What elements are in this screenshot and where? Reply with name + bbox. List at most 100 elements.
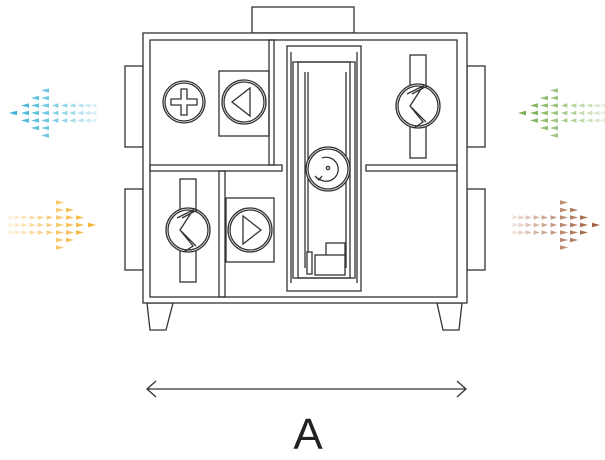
arrow-dot xyxy=(550,125,558,131)
arrow-dot xyxy=(586,103,593,108)
arrow-dot xyxy=(21,222,28,228)
arrow-dot xyxy=(541,215,548,220)
arrow-dot xyxy=(560,230,568,235)
arrow-dot xyxy=(21,230,28,235)
arrow-dot xyxy=(592,222,600,228)
arrow-dot xyxy=(31,95,39,101)
rotary-heat-exchanger xyxy=(286,45,362,292)
arrow-dot xyxy=(66,237,74,243)
arrow-dot xyxy=(550,103,558,108)
arrow-dot xyxy=(580,222,588,228)
partition-vertical-bottom xyxy=(218,170,226,298)
arrow-dot xyxy=(29,222,36,228)
coil-icon-left xyxy=(165,178,211,283)
arrow-dot xyxy=(21,215,28,220)
arrow-dot xyxy=(84,110,91,116)
arrow-dot xyxy=(90,103,97,108)
arrow-dot xyxy=(31,118,39,123)
arrow-dot xyxy=(550,118,558,123)
partition-horizontal-left xyxy=(149,164,283,172)
arrow-dot xyxy=(580,230,588,235)
arrow-dot xyxy=(593,110,600,116)
arrow-dot xyxy=(66,215,74,220)
arrow-dot xyxy=(550,215,557,220)
arrow-dot xyxy=(66,230,74,235)
arrow-dot xyxy=(56,207,64,213)
arrow-dot xyxy=(69,118,76,123)
arrow-dot xyxy=(525,230,532,235)
arrow-dot xyxy=(56,237,64,243)
arrow-dot xyxy=(84,103,91,108)
arrow-dot xyxy=(561,110,568,116)
arrow-dot xyxy=(37,215,44,220)
arrow-dot xyxy=(41,110,49,116)
arrow-dot xyxy=(61,103,68,108)
arrow-dot xyxy=(518,215,525,220)
arrow-dot xyxy=(550,95,558,101)
arrow-dot xyxy=(561,118,568,123)
arrow-dot xyxy=(578,110,585,116)
supply-air-arrow xyxy=(8,200,96,250)
arrow-dot xyxy=(14,230,21,235)
arrow-dot xyxy=(533,230,540,235)
arrow-dot xyxy=(76,230,84,235)
duct-flange-right-top xyxy=(466,65,486,148)
extract-air-arrow xyxy=(518,88,605,138)
top-duct-connection xyxy=(251,6,355,34)
arrow-dot xyxy=(530,110,538,116)
arrow-dot xyxy=(560,215,568,220)
arrow-dot xyxy=(560,237,568,243)
arrow-dot xyxy=(61,110,68,116)
arrow-dot xyxy=(14,215,21,220)
arrow-dot xyxy=(525,222,532,228)
arrow-dot xyxy=(90,118,97,123)
arrow-dot xyxy=(593,118,600,123)
arrow-dot xyxy=(518,110,526,116)
arrow-dot xyxy=(21,103,29,108)
arrow-dot xyxy=(31,125,39,131)
arrow-dot xyxy=(46,230,53,235)
arrow-dot xyxy=(525,215,532,220)
arrow-dot xyxy=(56,245,64,250)
partition-horizontal-right xyxy=(365,164,458,172)
arrow-dot xyxy=(570,207,578,213)
arrow-dot xyxy=(52,110,59,116)
arrow-dot xyxy=(512,222,519,228)
arrow-dot xyxy=(8,222,15,228)
arrow-dot xyxy=(570,215,578,220)
supply-fan-icon xyxy=(225,197,275,263)
arrow-dot xyxy=(593,103,600,108)
arrow-dot xyxy=(599,118,605,123)
arrow-dot xyxy=(31,110,39,116)
arrow-dot xyxy=(540,95,548,101)
arrow-dot xyxy=(599,110,605,116)
arrow-dot xyxy=(550,133,558,138)
arrow-dot xyxy=(530,103,538,108)
arrow-dot xyxy=(29,230,36,235)
arrow-dot xyxy=(560,200,568,205)
arrow-dot xyxy=(540,125,548,131)
arrow-dot xyxy=(90,110,97,116)
arrow-dot xyxy=(56,230,64,235)
arrow-dot xyxy=(540,103,548,108)
dimension-arrow xyxy=(146,380,467,398)
arrow-dot xyxy=(512,215,519,220)
arrow-dot xyxy=(41,103,49,108)
arrow-dot xyxy=(46,215,53,220)
arrow-dot xyxy=(550,110,558,116)
arrow-dot xyxy=(41,95,49,101)
arrow-dot xyxy=(41,125,49,131)
exhaust-fan-icon xyxy=(218,70,270,137)
arrow-dot xyxy=(41,88,49,93)
arrow-dot xyxy=(56,200,64,205)
arrow-dot xyxy=(561,103,568,108)
leg-right xyxy=(436,302,463,331)
exhaust-air-arrow xyxy=(512,200,600,250)
arrow-dot xyxy=(560,222,568,228)
arrow-dot xyxy=(88,222,96,228)
arrow-dot xyxy=(41,133,49,138)
arrow-dot xyxy=(69,103,76,108)
arrow-dot xyxy=(518,230,525,235)
arrow-dot xyxy=(560,245,568,250)
